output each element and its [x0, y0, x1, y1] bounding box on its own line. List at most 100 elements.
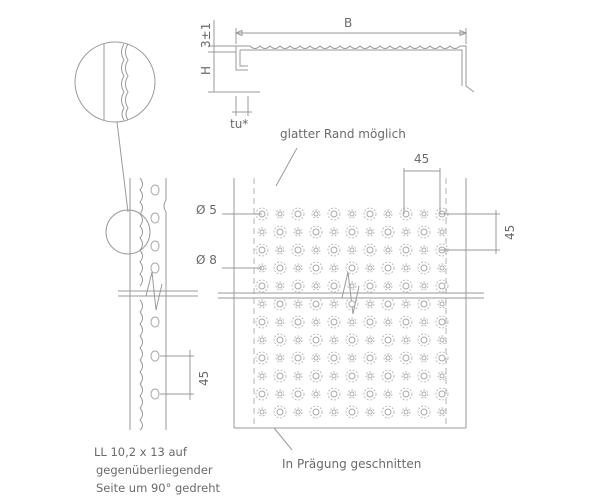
- perforation-ring: [347, 353, 357, 363]
- label-ll-line1: LL 10,2 x 13 auf: [94, 445, 188, 459]
- perforation-hole: [276, 336, 284, 344]
- perforation-hole: [439, 409, 445, 415]
- perforation-hole: [367, 409, 373, 415]
- detail-circle: [74, 41, 156, 123]
- perforation-ring: [291, 351, 305, 365]
- side-break-zigzag: [145, 271, 163, 311]
- perforation-hole: [385, 355, 391, 361]
- perforation-ring: [435, 351, 449, 365]
- perforation-hole: [439, 229, 445, 235]
- perforation-hole: [277, 391, 283, 397]
- perforation-ring: [293, 335, 303, 345]
- perforation-hole: [402, 318, 410, 326]
- label-dia-small: Ø 5: [196, 203, 217, 217]
- perforation-ring: [363, 351, 377, 365]
- perforation-ring: [345, 369, 359, 383]
- perforation-hole: [330, 282, 338, 290]
- perforation-ring: [347, 317, 357, 327]
- perforation-hole: [258, 318, 266, 326]
- perforation-hole: [294, 318, 302, 326]
- label-pitch-top: 45: [414, 152, 429, 166]
- perforation-hole: [312, 300, 320, 308]
- perforation-ring: [311, 353, 321, 363]
- side-slot-hole: [150, 316, 160, 328]
- perforation-ring: [273, 297, 287, 311]
- perforation-hole: [421, 247, 427, 253]
- perforation-ring: [365, 371, 375, 381]
- label-height-tolerance: 3±1: [199, 23, 213, 48]
- side-strip-view: [105, 177, 198, 431]
- perforation-ring: [311, 389, 321, 399]
- perforation-hole: [313, 283, 319, 289]
- perforation-ring: [311, 209, 321, 219]
- perforation-hole: [421, 355, 427, 361]
- perforation-hole: [313, 391, 319, 397]
- label-cut-note: In Prägung geschnitten: [282, 457, 421, 471]
- perforation-ring: [255, 315, 269, 329]
- perforation-hole: [420, 336, 428, 344]
- perforation-ring: [293, 263, 303, 273]
- perforation-hole: [403, 373, 409, 379]
- perforation-hole: [421, 211, 427, 217]
- label-width-b: B: [344, 16, 352, 30]
- perforation-hole: [331, 301, 337, 307]
- cross-section-profile: [208, 20, 475, 116]
- perforation-hole: [294, 282, 302, 290]
- perforation-hole: [421, 283, 427, 289]
- perforation-ring: [329, 407, 339, 417]
- hole-pattern: [255, 207, 449, 419]
- perforation-hole: [331, 337, 337, 343]
- perforation-ring: [419, 389, 429, 399]
- perforation-hole: [384, 336, 392, 344]
- perforation-ring: [273, 369, 287, 383]
- perforation-hole: [349, 247, 355, 253]
- perforation-ring: [291, 279, 305, 293]
- perforation-hole: [259, 229, 265, 235]
- perforation-hole: [348, 372, 356, 380]
- perforation-hole: [294, 210, 302, 218]
- perforation-hole: [331, 373, 337, 379]
- detail-edge-wave: [121, 43, 125, 121]
- perforation-ring: [273, 225, 287, 239]
- perforation-hole: [259, 337, 265, 343]
- perforation-ring: [257, 299, 267, 309]
- profile-outline: [235, 45, 475, 93]
- perforation-ring: [381, 261, 395, 275]
- perforation-hole: [420, 372, 428, 380]
- perforation-hole: [348, 264, 356, 272]
- perforation-ring: [329, 299, 339, 309]
- perforation-ring: [293, 299, 303, 309]
- perforation-hole: [439, 301, 445, 307]
- perforation-hole: [313, 355, 319, 361]
- perforation-hole: [349, 319, 355, 325]
- perforation-hole: [366, 282, 374, 290]
- perforation-ring: [311, 281, 321, 291]
- label-ll-line2: gegenüberliegender: [96, 463, 213, 477]
- perforation-ring: [363, 387, 377, 401]
- perforation-hole: [295, 373, 301, 379]
- perforation-hole: [439, 337, 445, 343]
- perforation-hole: [330, 354, 338, 362]
- label-dia-large: Ø 8: [196, 253, 217, 267]
- label-pitch-left: 45: [197, 371, 211, 386]
- perforation-ring: [435, 387, 449, 401]
- perforation-ring: [309, 405, 323, 419]
- perforation-ring: [419, 209, 429, 219]
- perforation-ring: [255, 243, 269, 257]
- perforation-ring: [399, 387, 413, 401]
- perforation-hole: [259, 373, 265, 379]
- perforation-ring: [275, 209, 285, 219]
- perforation-hole: [277, 211, 283, 217]
- perforation-hole: [348, 336, 356, 344]
- perforation-ring: [437, 299, 447, 309]
- perforation-hole: [385, 391, 391, 397]
- perforation-ring: [327, 243, 341, 257]
- perforation-hole: [276, 372, 284, 380]
- front-view: [218, 147, 500, 451]
- perforation-ring: [257, 227, 267, 237]
- side-slot-hole: [150, 350, 160, 362]
- dim-b-arrow-right: [459, 29, 468, 37]
- perforation-ring: [435, 279, 449, 293]
- perforation-hole: [438, 282, 446, 290]
- perforation-ring: [417, 405, 431, 419]
